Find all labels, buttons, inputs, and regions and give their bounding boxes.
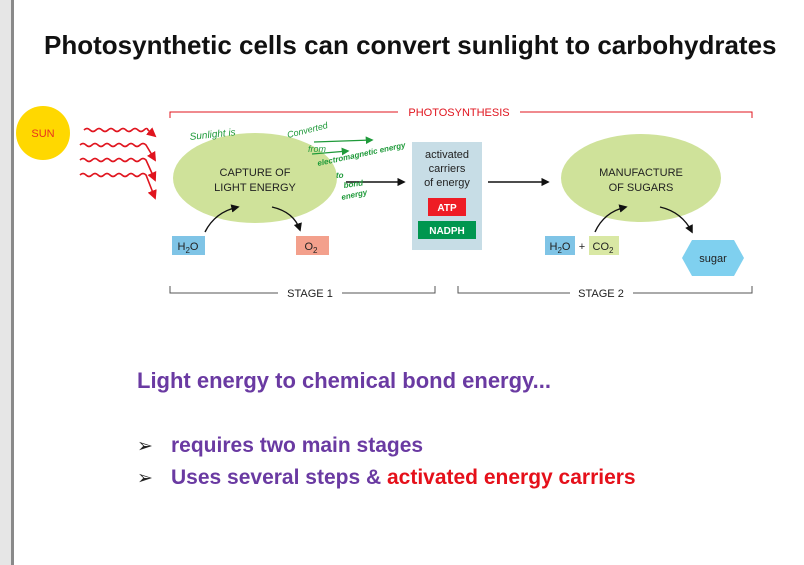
carriers-line3: of energy — [424, 177, 470, 189]
oxygen-label: O2 — [304, 241, 318, 255]
stage2-label: STAGE 2 — [578, 288, 624, 300]
water-box-stage2 — [545, 236, 575, 255]
oxygen-output-arrow — [271, 206, 302, 232]
stage2-input-arrow — [594, 204, 628, 233]
photosynthesis-label: PHOTOSYNTHESIS — [408, 107, 509, 119]
note-electromagnetic: electromagnetic energy — [317, 140, 407, 168]
sunlight-rays — [79, 127, 157, 200]
water-box-stage1 — [172, 236, 205, 255]
bullet-text: Uses several steps & — [171, 466, 387, 489]
sugar-hexagon — [682, 240, 744, 276]
note-sunlight: Sunlight is — [189, 127, 236, 143]
water-label-stage2: H2O — [550, 241, 571, 255]
arrow-bullet-icon: ➢ — [137, 436, 153, 457]
co2-label: CO2 — [593, 241, 615, 255]
co2-box — [589, 236, 619, 255]
slide-title: Photosynthetic cells can convert sunligh… — [44, 30, 777, 60]
oxygen-box — [296, 236, 329, 255]
ray-1 — [83, 127, 157, 138]
capture-label-line1: CAPTURE OF — [220, 167, 291, 179]
atp-box — [428, 198, 466, 216]
stage2-bracket — [457, 286, 753, 294]
manufacture-label-line2: OF SUGARS — [609, 182, 674, 194]
ray-3 — [79, 157, 157, 182]
ray-2 — [79, 142, 156, 162]
stage1-label: STAGE 1 — [287, 288, 333, 300]
manufacture-label-line1: MANUFACTURE — [599, 167, 683, 179]
bullet-list: ➢ requires two main stages ➢ Uses several … — [137, 430, 636, 494]
handwritten-arrow-1 — [313, 136, 374, 145]
note-from: from — [308, 144, 327, 154]
note-to: to — [336, 171, 344, 180]
note-converted: Converted — [286, 120, 330, 140]
ray-4 — [79, 172, 157, 200]
nadph-box — [418, 221, 476, 239]
manufacture-sugars-shape — [561, 134, 721, 222]
carriers-line2: carriers — [429, 163, 466, 175]
sun-label: SUN — [31, 128, 54, 140]
sun-circle — [16, 106, 70, 160]
carriers-line1: activated — [425, 149, 469, 161]
sugar-output-arrow — [659, 206, 693, 234]
bullet-item: ➢ Uses several steps & activated energy c… — [137, 462, 636, 494]
photosynthesis-bracket — [169, 111, 753, 118]
left-edge-bar — [0, 0, 14, 565]
plus-sign: + — [579, 241, 585, 253]
nadph-label: NADPH — [429, 226, 465, 237]
subheading: Light energy to chemical bond energy... — [137, 368, 551, 393]
bullet-text: requires two main stages — [171, 434, 424, 457]
sugar-label: sugar — [699, 253, 727, 265]
stage1-bracket — [169, 286, 436, 294]
bullet-item: ➢ requires two main stages — [137, 430, 636, 462]
note-bond: bond — [343, 178, 365, 190]
arrow-bullet-icon: ➢ — [137, 468, 153, 489]
capture-label-line2: LIGHT ENERGY — [214, 182, 296, 194]
bullet-highlight: activated energy carriers — [386, 466, 636, 489]
atp-label: ATP — [437, 203, 457, 214]
water-input-arrow — [204, 204, 240, 233]
capture-light-energy-shape — [173, 133, 337, 223]
water-label-stage1: H2O — [178, 241, 199, 255]
handwritten-arrow-2 — [311, 147, 350, 156]
